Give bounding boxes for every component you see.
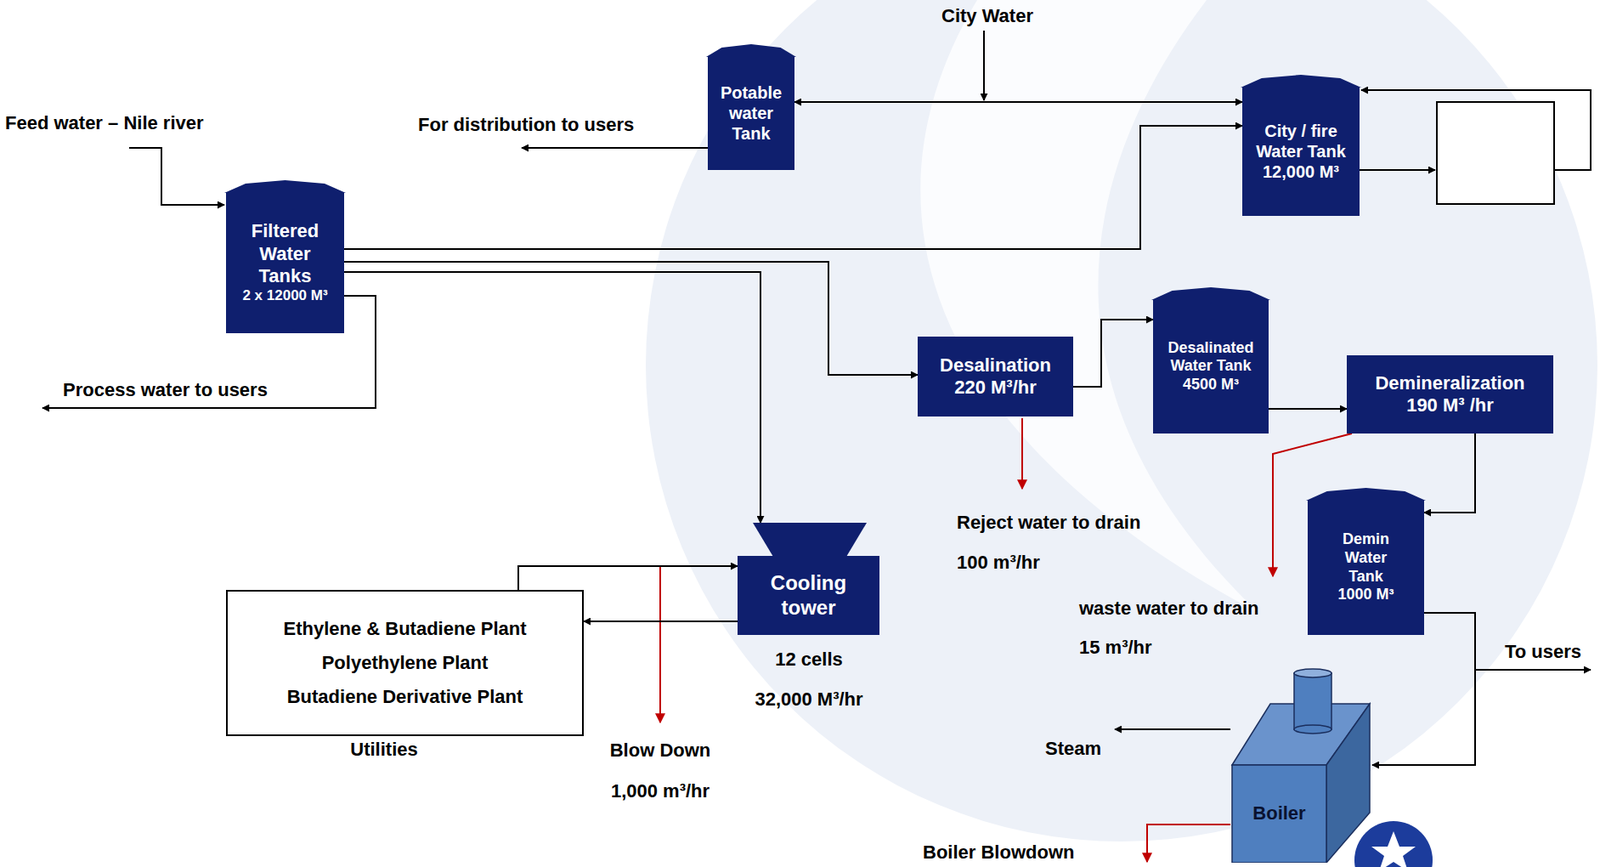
flow-label: Feed water – Nile river <box>5 112 204 135</box>
flow-arrow <box>583 620 738 622</box>
flow-arrow <box>1424 433 1476 513</box>
tank-roof <box>1151 287 1271 300</box>
node-title: Boiler <box>1232 802 1327 825</box>
node-detail: 220 M³/hr <box>954 376 1037 399</box>
flow-label: 100 m³/hr <box>956 551 1041 574</box>
feed-line <box>129 147 225 205</box>
flow-arrow <box>1073 319 1154 387</box>
flow-label: 15 m³/hr <box>1079 636 1153 659</box>
tower-hopper <box>737 522 880 557</box>
flow-label: 12 cells <box>774 648 843 671</box>
node-detail: 4500 M³ <box>1182 375 1239 395</box>
flow-arrow <box>344 271 761 523</box>
tank-box: Filtered Water Tanks2 x 12000 M³ <box>226 192 345 334</box>
flow-label: To users <box>1504 640 1582 663</box>
tank-box: Desalination220 M³/hr <box>917 336 1074 417</box>
flow-arrow <box>1372 612 1476 765</box>
node-title: Desalination <box>939 354 1052 377</box>
tank-box: Demineralization190 M³ /hr <box>1346 355 1554 434</box>
flow-label: Blow Down <box>610 739 712 762</box>
flow-label: Reject water to drain <box>956 511 1141 534</box>
flow-label: For distribution to users <box>418 113 634 136</box>
tank-box: Potable water Tank <box>707 56 795 170</box>
node-detail: 190 M³ /hr <box>1406 394 1494 417</box>
watermark <box>645 0 1598 842</box>
flow-arrow <box>344 261 918 375</box>
cooling-tower: Cooling tower <box>737 522 880 635</box>
flow-label: Process water to users <box>62 378 268 402</box>
distribution-line <box>521 146 713 149</box>
flow-arrow <box>1268 407 1347 410</box>
logo-star <box>1371 831 1416 867</box>
node-title: Demin Water Tank <box>1332 530 1401 586</box>
tank-box: City / fire Water Tank12,000 M³ <box>1242 86 1360 216</box>
flow-label: waste water to drain <box>1079 597 1260 620</box>
steam-line <box>1114 728 1231 730</box>
plant-box: Ethylene & Butadiene PlantPolyethylene P… <box>226 589 584 736</box>
flow-label: 1,000 m³/hr <box>610 780 710 803</box>
node-detail: Polyethylene Plant <box>322 645 489 680</box>
city-water-line <box>983 30 985 101</box>
flow-arrow <box>518 565 738 590</box>
boiler-body <box>1223 667 1373 863</box>
tank-roof <box>706 44 797 57</box>
flow-label: 32,000 M³/hr <box>754 688 863 711</box>
tank-to-box-line <box>1359 169 1436 171</box>
flow-label: Boiler Blowdown <box>922 841 1075 864</box>
tank-roof <box>224 180 346 193</box>
node-title: City / fire Water Tank <box>1249 120 1352 162</box>
node-title: Cooling tower <box>762 571 856 621</box>
node-title: Desalinated Water Tank <box>1164 339 1258 376</box>
boiler-blowdown-line <box>1147 824 1231 862</box>
node-detail: 2 x 12000 M³ <box>242 287 328 305</box>
node-detail: 1000 M³ <box>1337 585 1394 605</box>
tank-box: Demin Water Tank1000 M³ <box>1307 499 1425 635</box>
node-title: Potable water Tank <box>712 82 790 144</box>
blank-box <box>1436 101 1555 204</box>
boiler: Boiler <box>1223 667 1373 863</box>
blowdown-line <box>659 565 662 723</box>
logo-circle <box>1354 820 1433 867</box>
flow-label: Steam <box>1045 737 1102 760</box>
box-return-line <box>1361 90 1591 170</box>
node-title: Ethylene & Butadiene Plant <box>282 611 526 646</box>
flow-arrow <box>794 101 1243 103</box>
node-detail: 12,000 M³ <box>1262 161 1340 182</box>
flow-label: City Water <box>941 5 1034 28</box>
node-title: Demineralization <box>1374 372 1525 395</box>
tank-box: Desalinated Water Tank4500 M³ <box>1153 299 1269 434</box>
tank-roof <box>1306 487 1426 501</box>
tank-roof <box>1240 74 1362 88</box>
to-users-line <box>1475 668 1591 671</box>
reject-line <box>1021 418 1024 489</box>
node-title: Filtered Water Tanks <box>243 220 328 288</box>
flow-label: Utilities <box>350 738 418 761</box>
node-detail: Butadiene Derivative Plant <box>287 679 524 714</box>
